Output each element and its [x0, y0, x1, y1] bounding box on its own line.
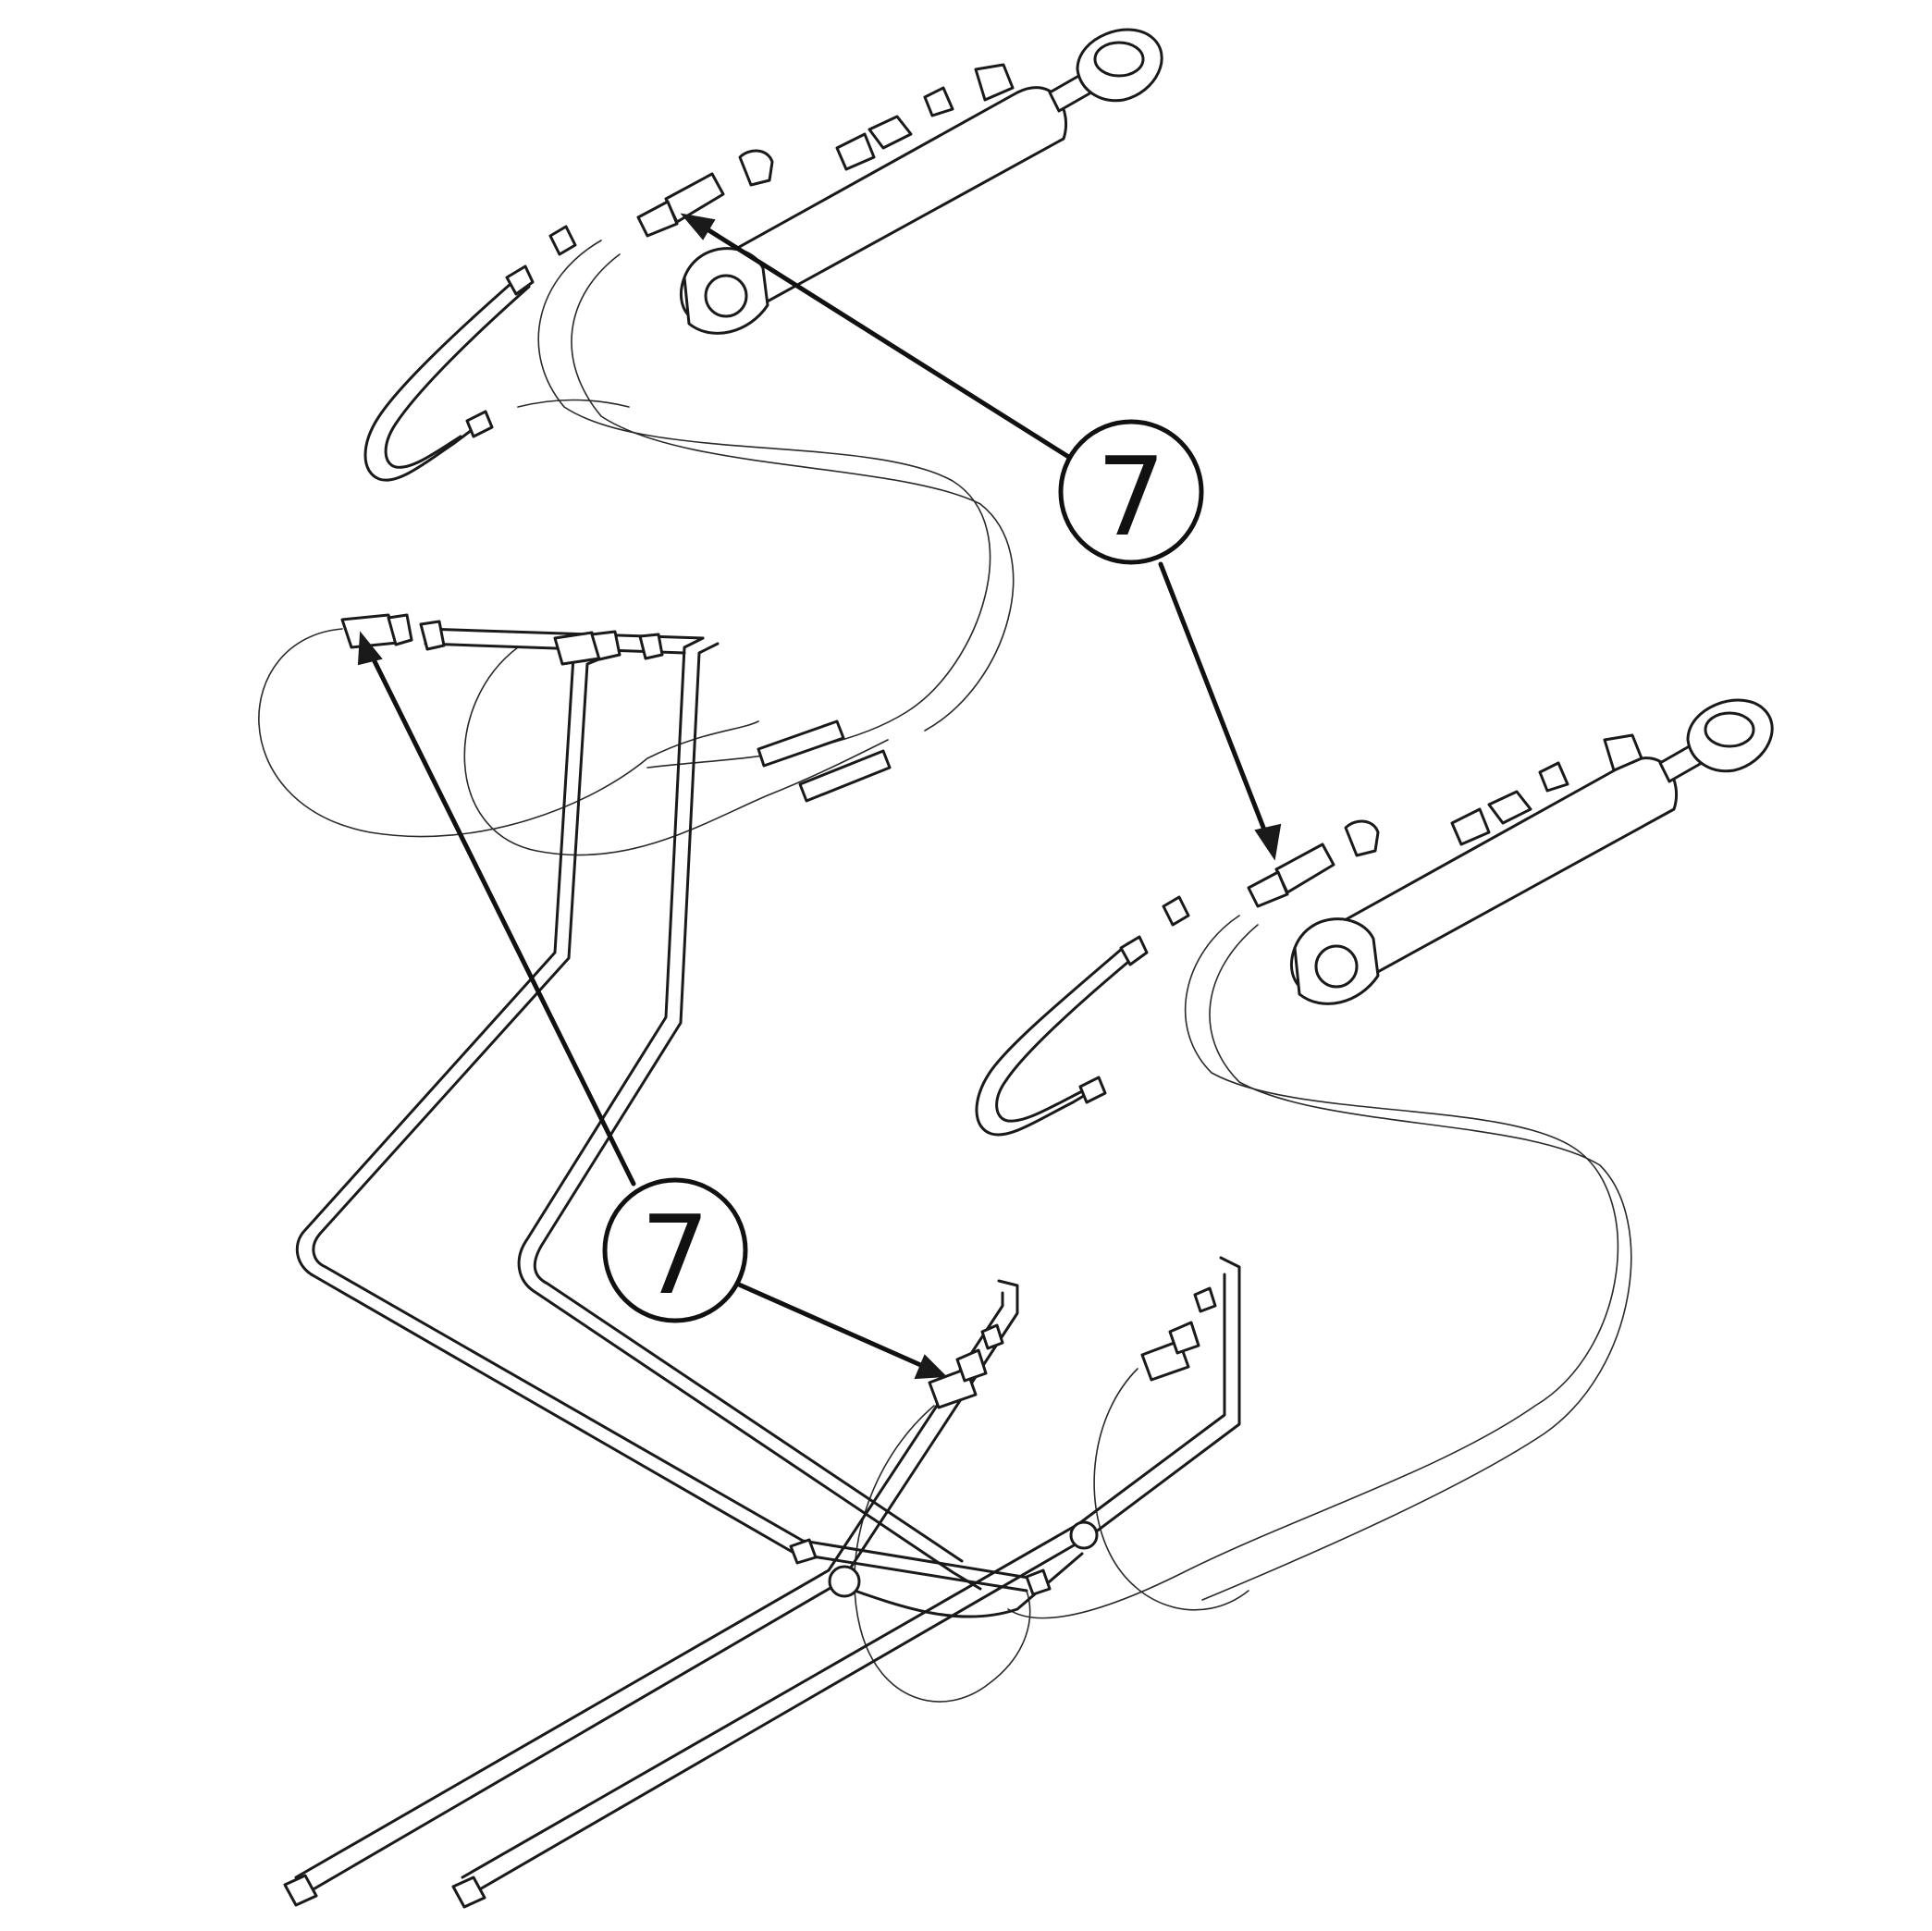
tube-fittings	[283, 613, 1217, 1909]
callout-lower-label: 7	[640, 1191, 709, 1319]
upper-hydraulic-cylinder	[465, 28, 1163, 438]
lower-hydraulic-cylinder	[1078, 698, 1774, 1104]
leader-line-upper-to-cylinder	[700, 224, 1080, 465]
leader-line-lower-to-fitting	[728, 1278, 928, 1370]
leader-arrows	[357, 213, 1282, 1380]
arrowhead-icon	[1254, 823, 1282, 861]
callout-lower: 7	[602, 1177, 748, 1323]
leader-line-upper-to-lower-cylinder	[1158, 561, 1270, 840]
arrowhead-icon	[914, 1354, 948, 1380]
rigid-tube-network	[294, 276, 1241, 1896]
leader-line-lower-to-manifold	[367, 649, 636, 1187]
arrowhead-icon	[357, 631, 383, 666]
thin-routing-lines	[258, 240, 1632, 1703]
callout-upper: 7	[1058, 419, 1204, 565]
callout-upper-label: 7	[1096, 433, 1165, 560]
arrowhead-icon	[680, 213, 716, 240]
